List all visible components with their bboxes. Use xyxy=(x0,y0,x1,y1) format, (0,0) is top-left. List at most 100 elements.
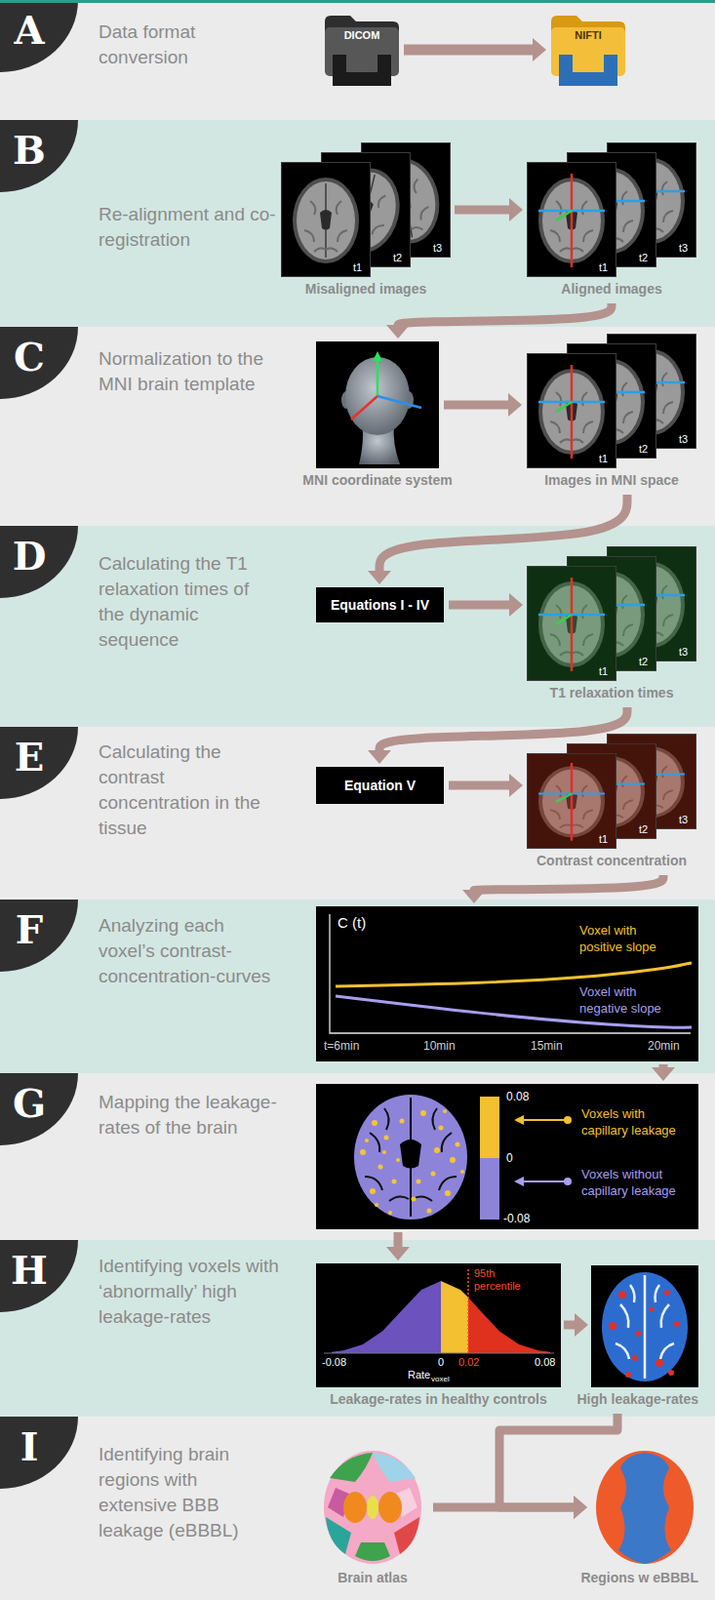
map-legend: Voxels with capillary leakage xyxy=(581,1105,695,1139)
flow-arrow xyxy=(386,303,612,339)
chart-panel: 0.080-0.08Voxels with capillary leakageV… xyxy=(316,1083,699,1230)
image-panel: Regions w eBBBL xyxy=(591,1448,699,1589)
step-band: A Data format conversion DICOM NIFTI xyxy=(0,0,715,120)
image-caption: T1 relaxation times xyxy=(550,684,675,702)
arrow-head xyxy=(367,750,392,764)
arrow-head xyxy=(509,773,523,797)
curve-legend: Voxel with positive slope xyxy=(579,921,682,955)
image-stack: t1t2t3Contrast concentration xyxy=(526,733,697,873)
time-label: t2 xyxy=(638,655,648,669)
step-description: Normalization to the MNI brain template xyxy=(98,346,279,398)
dicom-folder-art xyxy=(324,15,399,86)
arrow-shaft xyxy=(394,1231,403,1248)
flow-arrow xyxy=(651,1064,676,1081)
step-letter: B xyxy=(3,127,55,173)
time-label: t2 xyxy=(638,251,648,265)
arrow-shaft xyxy=(499,1413,618,1508)
step-letter: C xyxy=(3,334,55,380)
step-description: Identifying brain regions with extensive… xyxy=(98,1441,279,1544)
equation-box: Equations I - IV xyxy=(316,587,444,623)
top-rule xyxy=(0,0,715,3)
tick-label: t=6min xyxy=(323,1038,359,1053)
image-stack: t1t2t3Aligned images xyxy=(526,142,697,301)
image-caption: MNI coordinate system xyxy=(302,472,452,489)
arrow-head xyxy=(573,1495,588,1519)
image-panel: MNI coordinate system xyxy=(316,341,439,492)
nifti-folder-art xyxy=(551,15,626,86)
axis-subscript: voxel xyxy=(431,1374,450,1385)
time-label: t3 xyxy=(678,813,688,827)
image-caption: Aligned images xyxy=(560,280,662,298)
arrow-shaft xyxy=(433,1503,575,1512)
high-leakage-brain-art xyxy=(591,1265,699,1388)
time-label: t1 xyxy=(598,833,608,846)
equation-label: Equation V xyxy=(316,766,444,804)
step-letter: E xyxy=(3,734,55,780)
step-letter: H xyxy=(3,1247,55,1293)
flow-arrow xyxy=(403,38,547,62)
arrow-head xyxy=(508,393,522,417)
step-description: Data format conversion xyxy=(98,19,279,71)
time-label: t3 xyxy=(433,241,442,255)
flow-arrow xyxy=(563,1312,589,1337)
tick-label: 20min xyxy=(647,1038,680,1053)
step-description: Calculating the contrast concentration i… xyxy=(98,739,279,841)
brain-atlas-art xyxy=(323,1450,422,1564)
flow-arrow xyxy=(386,1231,410,1261)
time-label: t3 xyxy=(678,433,688,446)
axis-label: C (t) xyxy=(337,913,366,932)
curve-legend: Voxel with negative slope xyxy=(579,983,682,1017)
step-band: D Calculating the T1 relaxation times of … xyxy=(0,525,715,727)
format-label: NIFTI xyxy=(551,29,626,42)
scale-label: -0.08 xyxy=(503,1211,530,1226)
arrow-head xyxy=(509,198,523,222)
arrow-shaft xyxy=(448,600,511,610)
image-caption: Regions w eBBBL xyxy=(580,1569,699,1587)
map-legend: Voxels without capillary leakage xyxy=(581,1165,695,1199)
tick-label: 15min xyxy=(530,1038,563,1053)
step-letter: I xyxy=(3,1424,55,1470)
arrow-head xyxy=(573,1495,588,1519)
step-description: Re-alignment and co-registration xyxy=(98,201,279,253)
step-letter: A xyxy=(3,7,55,53)
flow-arrow xyxy=(367,494,628,585)
mni-images-art xyxy=(527,334,697,469)
tick-label: 10min xyxy=(423,1038,456,1053)
step-description: Analyzing each voxel’s contrast-concentr… xyxy=(98,913,279,990)
equation-box: Equation V xyxy=(316,766,444,804)
step-letter: F xyxy=(3,907,55,953)
t1-images-art xyxy=(527,547,697,681)
time-label: t1 xyxy=(353,261,362,275)
tick-label: 0 xyxy=(437,1355,444,1369)
step-description: Calculating the T1 relaxation times of t… xyxy=(98,551,279,653)
image-caption: High leakage-rates xyxy=(577,1390,700,1408)
arrow-shaft xyxy=(474,874,664,891)
arrow-head xyxy=(462,889,486,904)
step-letter: G xyxy=(3,1080,55,1126)
step-letter: D xyxy=(3,533,55,579)
time-label: t1 xyxy=(598,665,608,678)
image-caption: Misaligned images xyxy=(305,280,427,298)
image-stack: t1t2t3T1 relaxation times xyxy=(526,546,697,705)
scale-label: 0 xyxy=(506,1151,514,1165)
tick-label: 0.08 xyxy=(534,1355,556,1369)
image-caption: Contrast concentration xyxy=(536,852,687,870)
contrast-images-art xyxy=(527,733,697,848)
mni-head-art xyxy=(316,341,439,469)
tick-label: 0.02 xyxy=(458,1355,479,1369)
image-stack: t1t2t3Images in MNI space xyxy=(526,333,697,492)
step-band: E Calculating the contrast concentration … xyxy=(0,726,715,900)
axis-label: Rate xyxy=(407,1368,431,1382)
time-label: t3 xyxy=(678,241,688,255)
arrow-head xyxy=(367,570,392,585)
step-band: I Identifying brain regions with extensiv… xyxy=(0,1416,715,1600)
image-panel: High leakage-rates xyxy=(591,1265,699,1411)
percentile-label: 95th percentile xyxy=(474,1267,533,1293)
folder-icon: DICOM xyxy=(324,13,399,86)
arrow-shaft xyxy=(379,707,628,752)
tick-label: -0.08 xyxy=(321,1355,347,1369)
flow-arrow xyxy=(443,393,522,417)
step-tabs xyxy=(0,0,79,1489)
leakage-map-art xyxy=(316,1083,699,1230)
